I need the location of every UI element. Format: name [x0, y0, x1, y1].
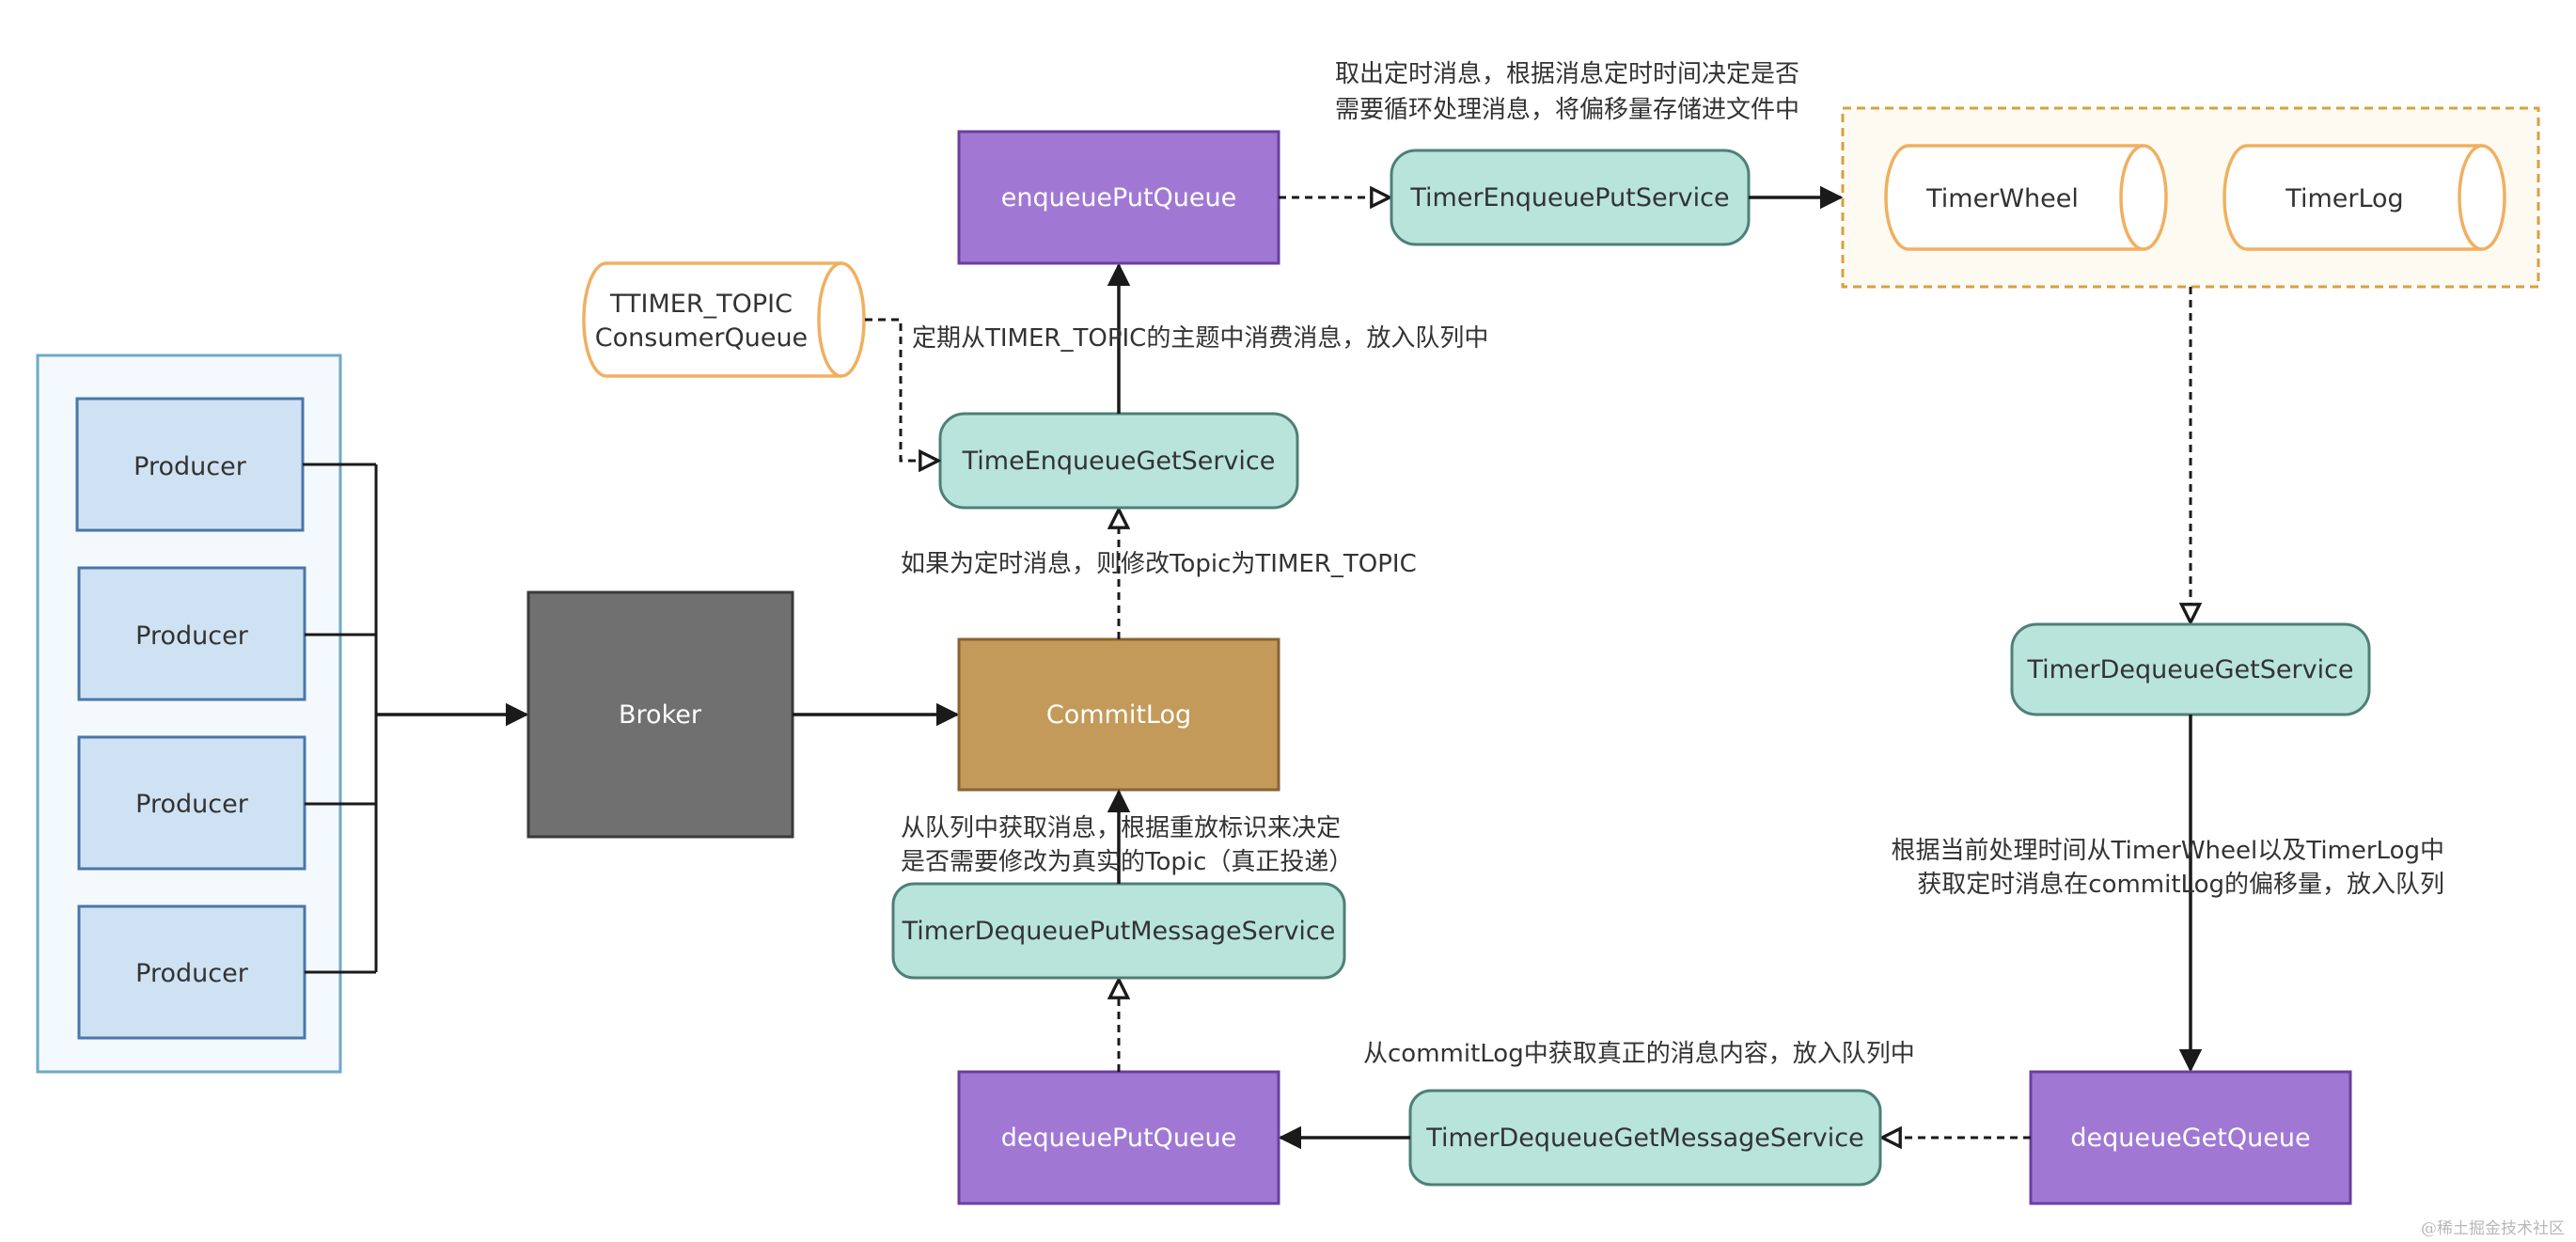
timer-wheel-label: TimerWheel	[1925, 184, 2079, 213]
broker-label: Broker	[619, 700, 702, 730]
ttimer-topic-queue-node: TTIMER_TOPIC ConsumerQueue	[582, 261, 866, 378]
annotation-consume-topic: 定期从TIMER_TOPIC的主题中消费消息，放入队列中	[912, 324, 1488, 353]
commitlog-node: CommitLog	[957, 637, 1280, 792]
annotation-get-message: 从commitLog中获取真正的消息内容，放入队列中	[1363, 1040, 1915, 1068]
annotation-enqueue-put-line2: 需要循环处理消息，将偏移量存储进文件中	[1335, 96, 1799, 124]
producer-label: Producer	[135, 621, 249, 651]
time-enqueue-get-service-label: TimeEnqueueGetService	[962, 447, 1276, 476]
producer-node: Producer	[77, 566, 306, 701]
ttimer-topic-label: TTIMER_TOPIC	[609, 290, 793, 319]
producer-label: Producer	[135, 959, 249, 988]
timer-log-node: TimerLog	[2223, 144, 2506, 251]
producer-node: Producer	[77, 904, 306, 1040]
timer-dequeue-get-service-label: TimerDequeueGetService	[2026, 655, 2353, 684]
annotation-enqueue-put-line1: 取出定时消息，根据消息定时时间决定是否	[1335, 60, 1799, 88]
dequeue-get-queue-node: dequeueGetQueue	[2029, 1070, 2352, 1205]
enqueue-put-queue-label: enqueuePutQueue	[1001, 183, 1237, 212]
timer-dequeue-get-message-service-label: TimerDequeueGetMessageService	[1425, 1124, 1863, 1153]
annotation-dequeue-put-line1: 从队列中获取消息，根据重放标识来决定	[901, 814, 1341, 842]
timer-log-label: TimerLog	[2285, 184, 2403, 213]
timer-enqueue-put-service-node: TimerEnqueuePutService	[1390, 149, 1751, 246]
timer-wheel-node: TimerWheel	[1884, 144, 2168, 251]
annotation-dequeue-get-line2: 获取定时消息在commitLog的偏移量，放入队列	[1917, 871, 2444, 899]
dequeue-get-queue-label: dequeueGetQueue	[2070, 1124, 2310, 1153]
dequeue-put-queue-node: dequeuePutQueue	[957, 1070, 1280, 1205]
producer-label: Producer	[135, 790, 249, 819]
timer-dequeue-put-message-service-node: TimerDequeuePutMessageService	[891, 882, 1346, 980]
broker-node: Broker	[526, 590, 794, 839]
watermark: @稀土掘金技术社区	[2421, 1219, 2565, 1238]
edge-topic-queue-to-enqueue-get	[865, 318, 938, 461]
producer-label: Producer	[134, 452, 247, 481]
producer-node: Producer	[75, 397, 305, 532]
dequeue-put-queue-label: dequeuePutQueue	[1001, 1124, 1237, 1153]
time-enqueue-get-service-node: TimeEnqueueGetService	[938, 412, 1299, 510]
annotation-modify-topic: 如果为定时消息，则修改Topic为TIMER_TOPIC	[901, 550, 1417, 578]
producer-node: Producer	[77, 735, 306, 871]
commitlog-label: CommitLog	[1046, 700, 1191, 730]
annotation-dequeue-put-line2: 是否需要修改为真实的Topic（真正投递）	[901, 848, 1353, 876]
producer-bus	[303, 463, 378, 974]
enqueue-put-queue-node: enqueuePutQueue	[957, 130, 1280, 265]
timer-dequeue-put-message-service-label: TimerDequeuePutMessageService	[902, 917, 1336, 946]
annotation-dequeue-get-line1: 根据当前处理时间从TimerWheel以及TimerLog中	[1892, 837, 2444, 865]
timer-dequeue-get-service-node: TimerDequeueGetService	[2010, 622, 2371, 716]
timer-enqueue-put-service-label: TimerEnqueuePutService	[1409, 183, 1729, 212]
consumer-queue-label: ConsumerQueue	[595, 323, 808, 353]
timer-dequeue-get-message-service-node: TimerDequeueGetMessageService	[1408, 1089, 1882, 1187]
